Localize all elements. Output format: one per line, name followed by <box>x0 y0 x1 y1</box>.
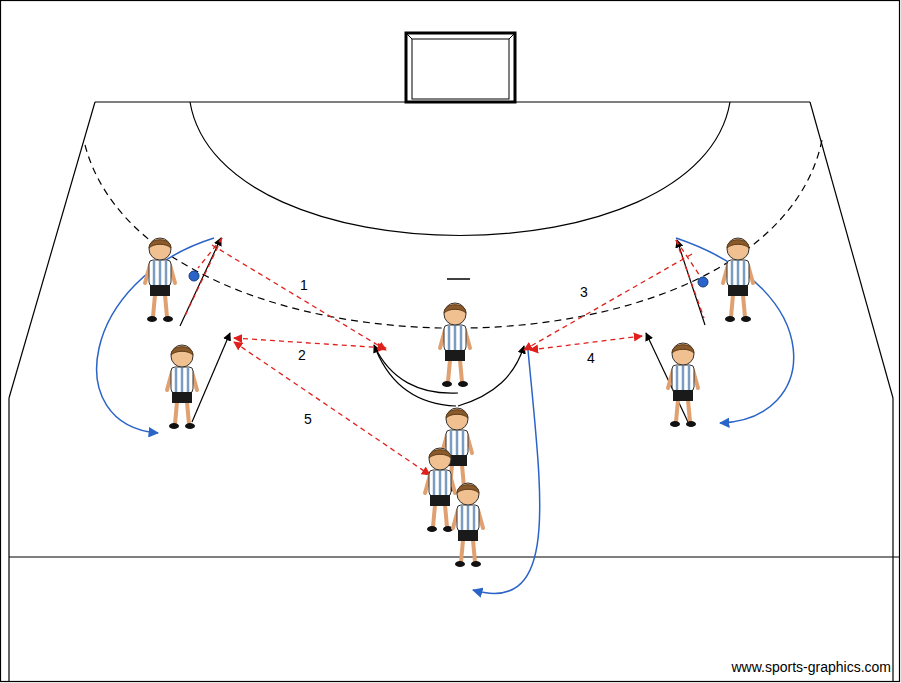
callout-number: 1 <box>298 277 310 293</box>
drawing-part <box>458 346 524 406</box>
drawing-part <box>180 238 221 326</box>
watermark: www.sports-graphics.com <box>730 659 894 675</box>
drawing-part <box>406 33 515 102</box>
side-line <box>8 398 9 682</box>
drawing-part <box>509 33 515 39</box>
movement-arrows <box>97 238 794 593</box>
drawing-part <box>524 254 692 350</box>
drawing-part <box>530 336 642 350</box>
drawing-part <box>473 350 540 593</box>
seven-meter-mark <box>447 278 470 280</box>
drawing-part <box>145 238 175 322</box>
drawing-part <box>184 238 222 318</box>
drawing-part <box>676 238 794 423</box>
drawing-part <box>212 245 386 350</box>
drawing-part <box>234 342 430 475</box>
callout-number: 5 <box>302 411 314 427</box>
goal <box>406 33 515 102</box>
drawing-part <box>189 271 199 281</box>
center-line <box>9 556 900 557</box>
drawing-part <box>668 343 698 427</box>
drawing-part <box>376 350 456 406</box>
side-line <box>810 102 893 398</box>
players <box>145 238 753 567</box>
free-throw-line <box>85 140 822 328</box>
drawing-part <box>192 333 230 422</box>
drawing-part <box>453 483 483 567</box>
callout-number: 3 <box>578 284 590 300</box>
drawing-part <box>234 338 386 348</box>
balls <box>189 271 708 287</box>
side-line <box>9 102 95 398</box>
drawing-part <box>698 277 708 287</box>
drawing-part <box>406 33 412 39</box>
drawing-part <box>412 39 509 99</box>
callout-number: 4 <box>585 350 597 366</box>
drawing-part <box>676 240 700 276</box>
drawing-part <box>198 238 222 268</box>
drawing-part <box>440 303 470 387</box>
drawing-part <box>97 238 214 433</box>
goal-area-line <box>190 102 730 236</box>
callout-number: 2 <box>296 347 308 363</box>
run-arrows <box>180 238 705 422</box>
drawing-part <box>723 238 753 322</box>
side-line <box>892 398 893 682</box>
drawing-part <box>425 448 455 532</box>
drawing-part <box>167 345 197 429</box>
